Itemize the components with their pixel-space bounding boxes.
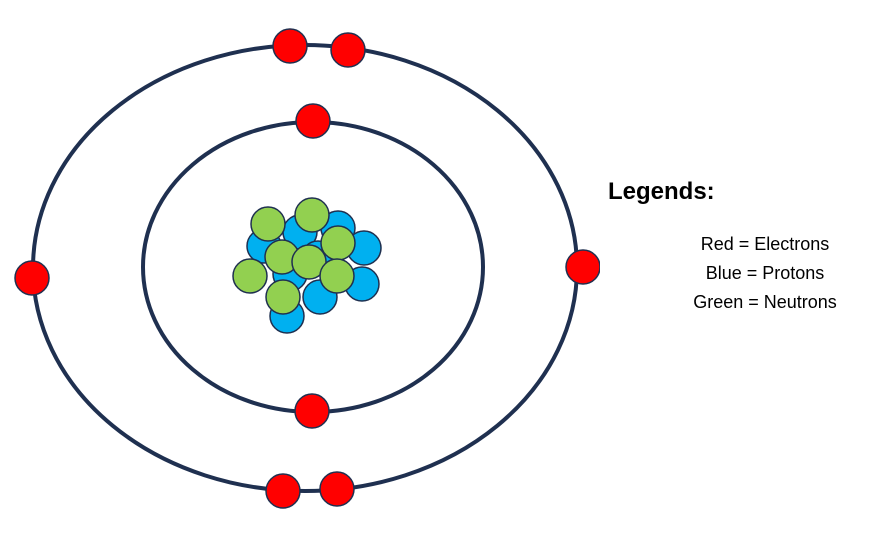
neutron — [265, 279, 301, 315]
neutron — [319, 258, 355, 294]
neutron — [320, 225, 356, 261]
electron-outer-shell — [330, 32, 366, 68]
electron-outer-shell — [265, 473, 301, 509]
electron-outer-shell — [14, 260, 50, 296]
electron-outer-shell — [565, 249, 600, 285]
atom-diagram — [14, 28, 600, 509]
electron-inner-shell — [295, 103, 331, 139]
legend-item-neutrons: Green = Neutrons — [693, 292, 837, 312]
electron-outer-shell — [272, 28, 308, 64]
electron-outer-shell — [319, 471, 355, 507]
neutron — [294, 197, 330, 233]
legend-title: Legends: — [608, 178, 715, 205]
legend-item-electrons: Red = Electrons — [700, 234, 830, 254]
legend-item-protons: Blue = Protons — [705, 263, 825, 283]
legend-list: Red = Electrons Blue = Protons Green = N… — [660, 230, 870, 317]
neutron — [232, 258, 268, 294]
nucleus — [232, 197, 382, 334]
electrons — [14, 28, 600, 509]
neutron — [291, 244, 327, 280]
neutron — [250, 206, 286, 242]
electron-inner-shell — [294, 393, 330, 429]
